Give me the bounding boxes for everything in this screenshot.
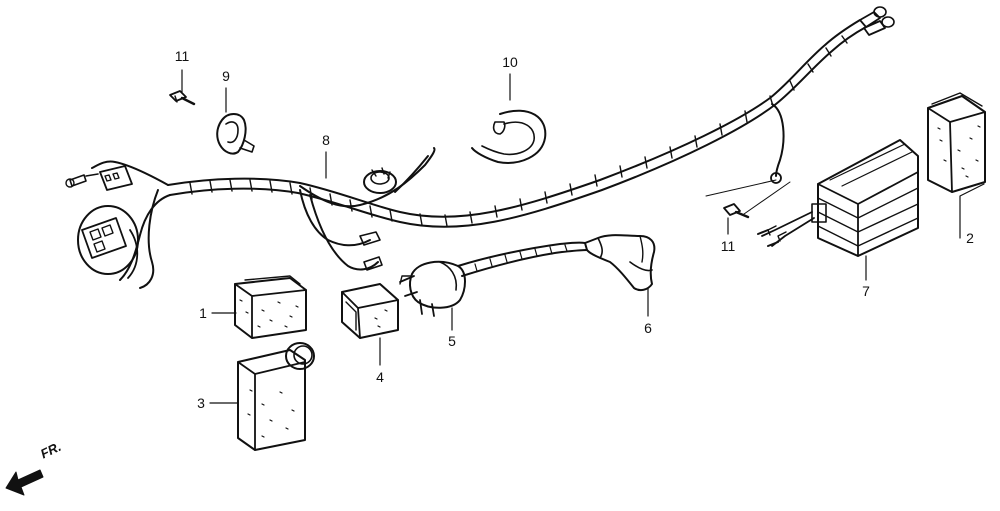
callout-11-top: 11 [174,48,190,64]
callout-8: 8 [322,132,330,148]
callout-5: 5 [448,333,456,349]
callout-2: 2 [966,230,974,246]
front-direction-arrow [6,470,43,495]
callout-4: 4 [376,369,384,385]
leader-lines [182,70,984,403]
bolt-right [724,204,748,217]
band-clamp-part-10 [472,111,545,163]
bolt-top-left [170,91,194,104]
rubber-cover-part-2 [928,93,985,192]
rubber-cap-part-4 [342,284,398,338]
callout-6: 6 [644,320,652,336]
bolt-leader-line [706,180,790,214]
callout-1: 1 [199,305,207,321]
ignition-coil-part-5 [400,243,587,316]
callout-3: 3 [197,395,205,411]
callout-7: 7 [862,283,870,299]
clamp-part-9 [217,114,254,154]
cdi-unit-part-3 [238,343,314,450]
spark-plug-cap-part-6 [585,235,654,290]
callout-9: 9 [222,68,230,84]
wire-harness [66,7,894,288]
regulator-rectifier-part-7 [758,140,918,256]
callout-11-right: 11 [720,238,736,254]
callout-10: 10 [502,54,518,70]
cover-part-1 [235,276,306,338]
